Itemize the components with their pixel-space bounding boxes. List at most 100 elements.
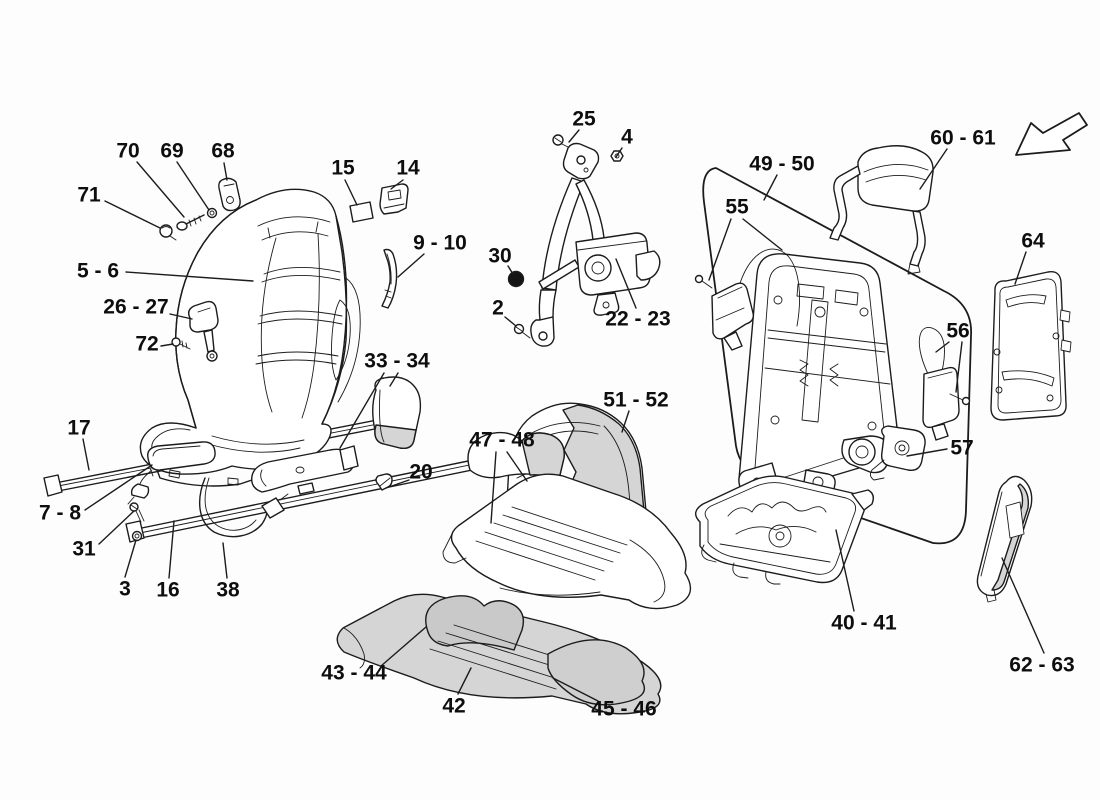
leader-line-31 (98, 510, 135, 545)
leader-line-69 (176, 161, 210, 211)
foam-cushion-42 (336, 593, 662, 715)
leader-line-47-48 (490, 451, 497, 524)
leader-line-64 (1014, 251, 1027, 285)
leader-line-26-27 (169, 313, 193, 320)
headrest-60-61 (829, 145, 934, 275)
leader-line-40-41 (835, 529, 855, 612)
part-label-69: 69 (160, 140, 183, 163)
part-label-4: 4 (621, 126, 633, 149)
part-label-68: 68 (211, 140, 235, 163)
part-label-30: 30 (488, 245, 511, 268)
leader-line-68 (223, 162, 228, 181)
leader-line-16 (168, 520, 175, 579)
leader-line-2 (504, 316, 517, 327)
leader-line-47-48 (506, 451, 528, 482)
part-label-26-27: 26 - 27 (103, 296, 168, 319)
part-label-70: 70 (116, 140, 139, 163)
part-label-45-46: 45 - 46 (591, 698, 656, 721)
part-label-25: 25 (572, 108, 596, 131)
part-label-47-48: 47 - 48 (469, 429, 535, 452)
leader-line-20 (385, 479, 410, 489)
leader-line-55 (742, 218, 783, 251)
part-label-60-61: 60 - 61 (930, 127, 996, 150)
screw-72 (171, 337, 191, 350)
part-label-5-6: 5 - 6 (77, 260, 119, 283)
part-label-31: 31 (72, 538, 96, 561)
leader-line-5-6 (125, 271, 254, 282)
part-label-64: 64 (1021, 230, 1045, 253)
cap-nut-3 (131, 530, 143, 542)
leader-line-43-44 (380, 626, 427, 667)
part-label-42: 42 (442, 695, 465, 718)
part-label-51-52: 51 - 52 (603, 389, 668, 412)
part-label-20: 20 (409, 461, 432, 484)
seatbelt-assembly-22-23 (507, 134, 661, 347)
leader-line-15 (344, 179, 358, 206)
bracket-68 (218, 177, 241, 212)
back-panel-64 (990, 271, 1072, 421)
belt-buckle-26-27 (187, 300, 219, 362)
leader-line-60-61 (919, 148, 948, 190)
part-label-71: 71 (77, 184, 101, 207)
foam-side-43-44 (425, 595, 525, 651)
cushion-cover-47-48 (442, 431, 692, 610)
leader-line-71 (104, 200, 161, 229)
seat-pan-40-41 (695, 475, 875, 585)
wiring-harness-38 (199, 477, 289, 538)
leader-line-30 (507, 265, 514, 275)
part-label-3: 3 (119, 578, 131, 601)
part-label-2: 2 (492, 297, 504, 320)
part-label-7-8: 7 - 8 (39, 502, 81, 525)
leader-line-70 (136, 161, 185, 218)
spacer-plate-15 (349, 201, 374, 223)
leader-line-56 (955, 341, 963, 393)
knob-30 (507, 270, 525, 288)
side-trim-33-34 (251, 445, 359, 493)
part-label-55: 55 (725, 196, 749, 219)
armrest-pad-7-8 (127, 441, 216, 505)
leader-line-25 (568, 129, 580, 143)
part-label-56: 56 (946, 320, 969, 343)
recliner-mechanism-57 (869, 425, 926, 481)
part-label-72: 72 (135, 333, 158, 356)
side-pad-33-34 (372, 376, 422, 450)
leader-line-62-63 (1001, 557, 1045, 654)
leader-line-72 (160, 343, 174, 347)
backrest-frame (738, 253, 900, 499)
leader-line-14 (390, 179, 404, 190)
leader-line-56 (935, 341, 950, 353)
part-label-40-41: 40 - 41 (831, 612, 897, 635)
leader-line-9-10 (397, 253, 425, 278)
screw-70 (176, 214, 205, 231)
leader-line-45-46 (552, 677, 599, 702)
part-label-15: 15 (331, 157, 355, 180)
leader-line-33-34 (389, 372, 399, 387)
part-label-62-63: 62 - 63 (1009, 654, 1074, 677)
complete-seat-5-6 (139, 188, 361, 487)
part-label-57: 57 (950, 437, 973, 460)
leader-line-42 (457, 667, 472, 695)
side-trim-62-63 (976, 475, 1033, 603)
leader-line-33-34 (339, 372, 385, 449)
leader-line-3 (124, 539, 137, 578)
part-label-33-34: 33 - 34 (364, 350, 430, 373)
leader-line-4 (615, 147, 623, 158)
cable-actuator-56 (918, 327, 971, 441)
part-label-43-44: 43 - 44 (321, 662, 387, 685)
leader-line-57 (906, 448, 948, 457)
leader-line-17 (82, 438, 90, 471)
leader-line-49-50 (763, 174, 778, 201)
cap-71 (159, 224, 177, 241)
part-label-9-10: 9 - 10 (413, 232, 467, 255)
leader-line-38 (222, 542, 228, 579)
leader-line-7-8 (84, 464, 153, 511)
part-label-38: 38 (216, 579, 240, 602)
trim-strip-9-10 (381, 248, 398, 309)
cable-actuator-55 (694, 248, 801, 351)
leader-line-22-23 (615, 258, 637, 309)
part-label-14: 14 (396, 157, 420, 180)
bracket-14 (379, 183, 409, 215)
part-label-22-23: 22 - 23 (605, 308, 670, 331)
